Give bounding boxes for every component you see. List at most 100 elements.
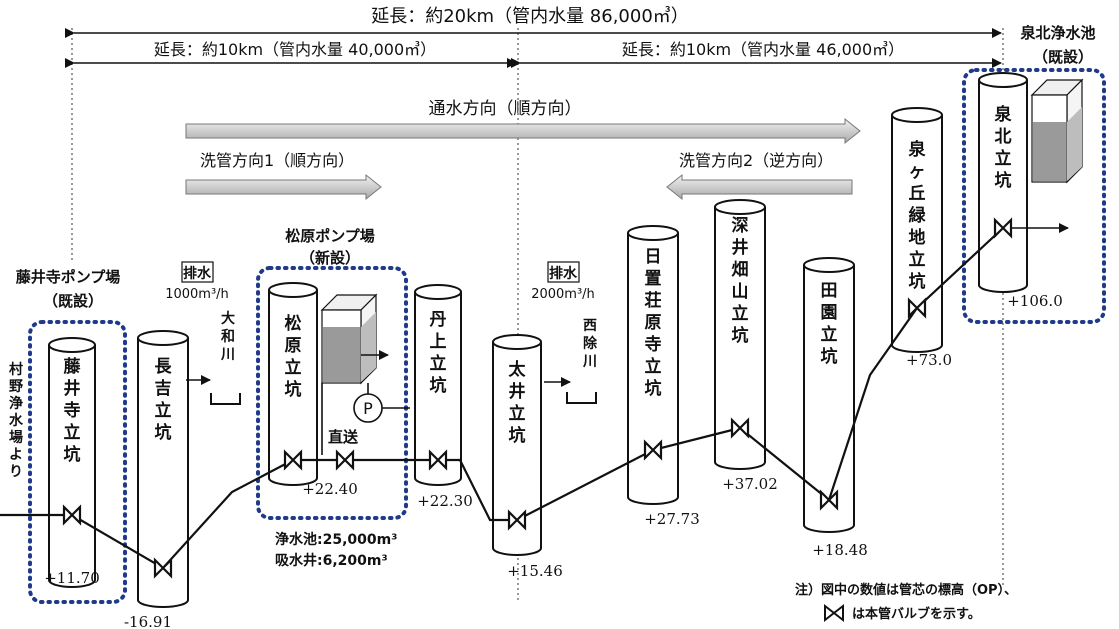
matsubara-reservoir-tank (320, 293, 378, 385)
matsubara-pump-label: 松原ポンプ場 (285, 227, 375, 245)
wash-direction-1-label: 洗管方向1（順方向） (200, 151, 354, 170)
drain-basin (210, 393, 241, 405)
drain-label: 排水 (549, 265, 578, 282)
shaft-name: 長吉立坑 (155, 357, 173, 443)
drain-nishiyoke: 排水 2000m³/h 西除川 (531, 261, 598, 404)
shaft-top (891, 107, 943, 123)
shaft-elevation: +22.30 (417, 492, 473, 510)
shaft-name: 日置荘原寺立坑 (645, 247, 662, 399)
shaft-name: 田園立坑 (821, 281, 838, 367)
shaft-name: 太井立坑 (509, 359, 527, 446)
note-line-2: は本管バルブを示す。 (852, 606, 981, 622)
shaft-elevation: +22.40 (302, 480, 358, 498)
valves-layer (62, 217, 1013, 579)
drain-rate: 2000m³/h (531, 287, 595, 302)
shaft-4: 丹上立坑 +22.30 (414, 284, 473, 510)
valve-icon (730, 417, 750, 439)
pump-symbol (353, 393, 383, 423)
shaft-2: 長吉立坑 -16.91 (124, 330, 189, 629)
shaft-elevation: +106.0 (1007, 292, 1063, 310)
shaft-body (891, 115, 943, 353)
shaft-top (137, 330, 189, 346)
shaft-body (492, 342, 542, 556)
valve-icon (62, 504, 82, 526)
shaft-name: 深井畑山立坑 (732, 215, 749, 346)
shaft-3: 松原立坑 +22.40 (268, 282, 358, 498)
shaft-top (48, 337, 96, 353)
valve-icon (819, 489, 839, 511)
shaft-name: 丹上立坑 (430, 310, 447, 396)
shaft-body (48, 345, 96, 588)
shaft-body (137, 338, 189, 608)
shaft-name: 泉ヶ丘緑地立坑 (908, 139, 927, 292)
shaft-top (492, 334, 542, 350)
shaft-elevation: +15.46 (507, 562, 563, 580)
senboku-reservoir-box (962, 68, 1106, 324)
pump-letter: P (363, 399, 373, 418)
shaft-top (803, 257, 855, 273)
shafts-layer: 藤井寺立坑 +11.70 長吉立坑 -16.91 松原立坑 +22.40 丹上立坑 +22.3… (44, 72, 1063, 629)
shaft-top (978, 72, 1028, 88)
murano-inlet-label: 村野浄水場より (9, 361, 24, 480)
drain-yamato: 排水 1000m³/h 大和川 (165, 261, 241, 405)
drain-label: 排水 (183, 265, 212, 282)
shaft-body (627, 233, 679, 505)
total-length-label: 延長：約20km（管内水量 86,000㎥） (371, 6, 689, 27)
matsubara-pump-box (256, 266, 408, 520)
shaft-elevation: +11.70 (44, 569, 100, 587)
fujiidera-pump-box (28, 320, 127, 604)
drain-basin (566, 392, 597, 404)
main-pipeline (0, 227, 1004, 570)
shaft-name: 藤井寺立坑 (64, 357, 82, 465)
direct-feed-label: 直送 (328, 428, 359, 446)
valve-legend-icon (824, 603, 844, 623)
shaft-elevation: -16.91 (124, 613, 172, 629)
valve-icon (993, 217, 1013, 239)
shaft-top (268, 282, 318, 298)
shaft-6: 日置荘原寺立坑 +27.73 (627, 225, 700, 528)
river-name-nishiyoke: 西除川 (582, 318, 598, 370)
shaft-elevation: +37.02 (722, 475, 778, 493)
shaft-1: 藤井寺立坑 +11.70 (44, 337, 100, 588)
shaft-body (414, 292, 462, 486)
reservoir-capacity: 浄水池:25,000m³ (275, 531, 397, 548)
flow-direction-label: 通水方向（順方向） (429, 99, 582, 119)
shaft-elevation: +27.73 (644, 510, 700, 528)
shaft-top (714, 199, 766, 215)
shaft-9: 泉ヶ丘緑地立坑 +73.0 (891, 107, 952, 369)
valve-icon (283, 449, 303, 471)
shaft-elevation: +18.48 (812, 541, 868, 559)
shaft-body (714, 207, 766, 470)
drain-rate: 1000m³/h (165, 287, 229, 302)
shaft-name: 松原立坑 (285, 313, 302, 400)
wash-direction-2-label: 洗管方向2（逆方向） (679, 151, 833, 170)
valve-icon (907, 297, 927, 319)
shaft-5: 太井立坑 +15.46 (492, 334, 563, 580)
wash-direction-2-arrow (666, 173, 853, 201)
fujiidera-pump-status: （既設） (43, 292, 103, 310)
wash-direction-1-arrow (185, 173, 382, 201)
intake-well-capacity: 吸水井:6,200m³ (275, 552, 388, 569)
valve-icon (643, 439, 663, 461)
shaft-top (414, 284, 462, 300)
shaft-body (268, 290, 318, 486)
valve-icon (428, 449, 448, 471)
shaft-elevation: +73.0 (906, 351, 952, 369)
shaft-7: 深井畑山立坑 +37.02 (714, 199, 778, 493)
east-length-label: 延長：約10km（管内水量 46,000㎥） (622, 40, 904, 59)
river-name-yamato: 大和川 (220, 310, 235, 363)
valve-icon (507, 509, 527, 531)
west-length-label: 延長：約10km（管内水量 40,000㎥） (154, 40, 436, 59)
flow-direction-arrow (185, 117, 861, 145)
senboku-reservoir-tank (1030, 78, 1084, 184)
senboku-reservoir-status: （既設） (1033, 48, 1093, 66)
note-line-1: 注）図中の数値は管芯の標高（OP）、 (795, 582, 1017, 598)
fujiidera-pump-label: 藤井寺ポンプ場 (16, 268, 121, 286)
shaft-name: 泉北立坑 (994, 104, 1013, 191)
senboku-reservoir-label: 泉北浄水池 (1019, 24, 1095, 42)
matsubara-pump-status: （新設） (300, 249, 360, 267)
shaft-top (627, 225, 679, 241)
valve-icon (335, 449, 355, 471)
valve-icon (153, 557, 173, 579)
